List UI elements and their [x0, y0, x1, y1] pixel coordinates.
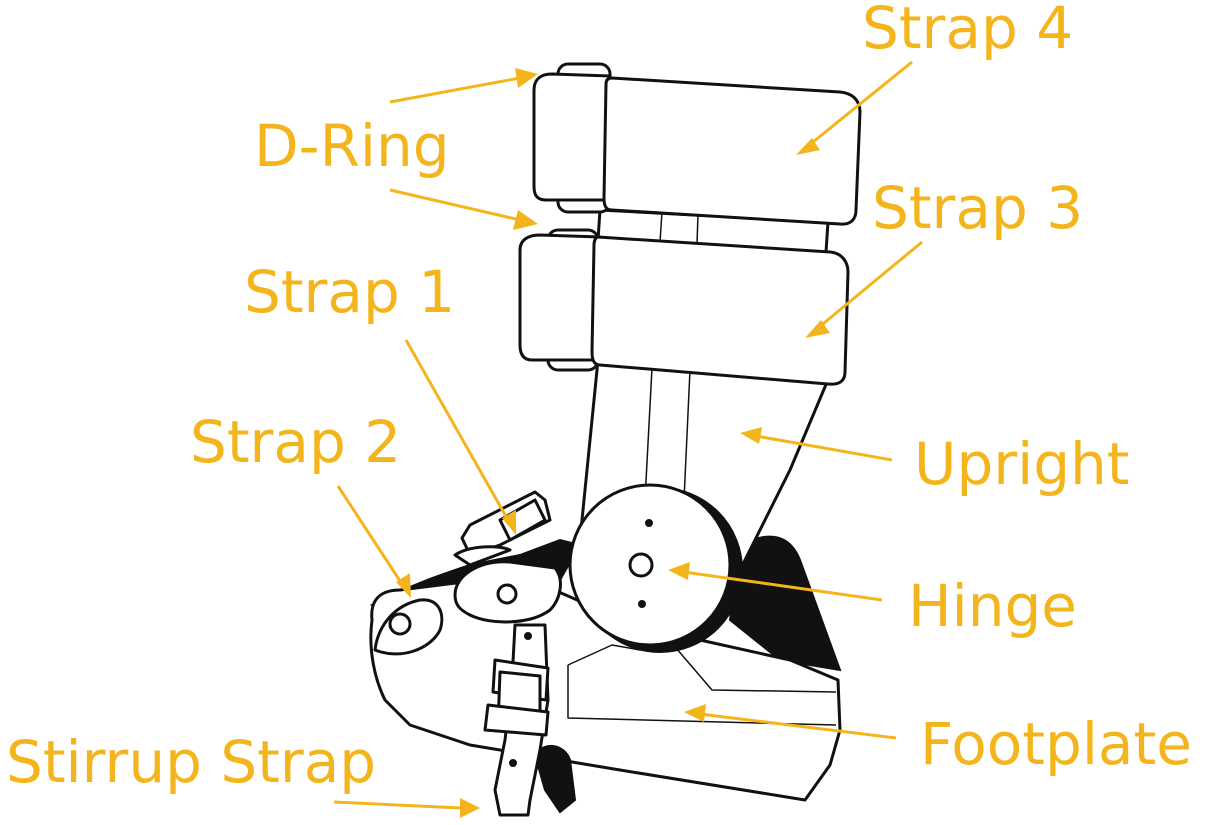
stirrup-black — [535, 746, 575, 812]
toe-rivet — [390, 614, 410, 634]
label-upright: Upright — [914, 430, 1130, 498]
label-hinge: Hinge — [908, 572, 1077, 640]
label-strap-1: Strap 1 — [244, 258, 455, 326]
strap-4-band — [604, 78, 860, 224]
label-strap-3: Strap 3 — [872, 174, 1083, 242]
label-footplate: Footplate — [920, 710, 1192, 778]
arrow-stirrup — [334, 798, 480, 818]
arrow-dring-top — [390, 68, 538, 102]
label-stirrup-strap: Stirrup Strap — [6, 728, 376, 796]
arrow-strap1 — [406, 340, 516, 535]
label-d-ring: D-Ring — [254, 112, 450, 180]
strap-3-band — [592, 237, 848, 384]
label-strap-2: Strap 2 — [190, 408, 401, 476]
arrow-dring-bottom — [390, 190, 538, 230]
label-strap-4: Strap 4 — [862, 0, 1073, 62]
arrow-strap2 — [338, 486, 411, 598]
